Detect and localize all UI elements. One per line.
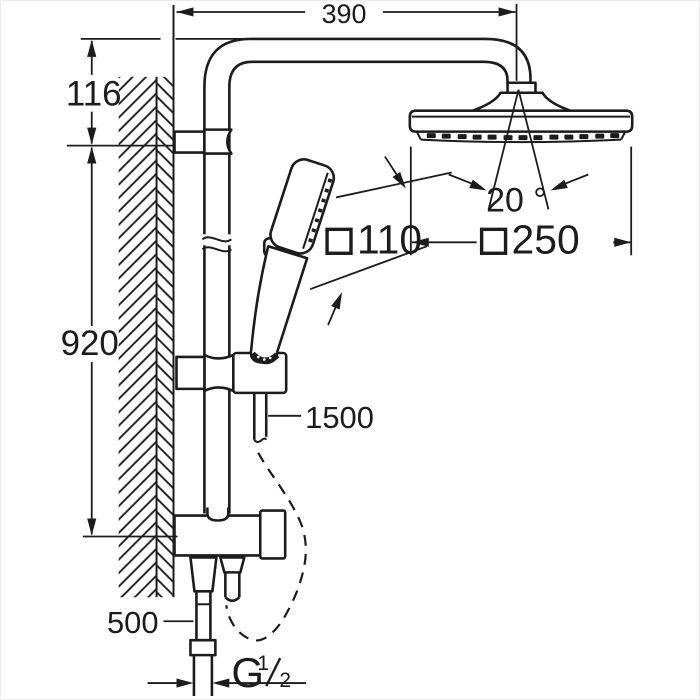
shower-arm-pipe — [203, 37, 532, 522]
connectors — [189, 556, 246, 697]
head-plate — [408, 109, 634, 133]
hose-break-cut — [253, 437, 268, 443]
label-hose-length: 1500 — [268, 400, 374, 435]
dim-label-920: 920 — [61, 324, 119, 363]
nozzle-icon — [487, 134, 497, 140]
outlet-tube-cap — [224, 596, 241, 603]
dim-arm-reach: 390 — [176, 1, 518, 81]
slider-arm — [175, 355, 206, 391]
thread-denominator: 2 — [279, 669, 291, 692]
pipe-break-curve-bottom — [201, 246, 232, 253]
spray-face-edge — [420, 138, 622, 144]
spray-rim-right — [620, 131, 627, 141]
mount-collar — [506, 81, 537, 95]
arrowhead-icon — [87, 127, 97, 145]
hand-shower-head — [269, 158, 336, 255]
arrowhead-icon — [87, 518, 97, 536]
wall-section — [118, 4, 175, 598]
arrowhead-icon — [176, 678, 194, 688]
square-symbol-icon — [325, 227, 353, 255]
nozzle-icon — [610, 133, 620, 139]
nozzle-icon — [457, 134, 467, 140]
arrowhead-icon — [331, 290, 347, 310]
hand-shower — [249, 158, 336, 365]
hose-loop-dashed — [225, 452, 307, 642]
nozzle-icon — [564, 134, 574, 140]
top-bracket-clamp — [203, 128, 233, 155]
inlet-dot — [262, 358, 266, 361]
left-knurled-nut — [189, 556, 218, 593]
shower-hose — [225, 392, 307, 642]
dim-label-110: 110 — [357, 216, 422, 262]
arrowhead-icon — [176, 7, 194, 17]
arrowhead-icon — [87, 146, 97, 164]
angle-label: 20 ° — [486, 181, 547, 219]
pipe-outer-edge — [203, 37, 532, 514]
spray-rim-left — [415, 131, 422, 141]
thread-letter: G — [231, 649, 264, 696]
dim-label-390: 390 — [322, 1, 367, 29]
nozzle-icon — [579, 134, 589, 140]
rail-mounts — [173, 128, 288, 395]
arrowhead-icon — [212, 678, 230, 688]
nozzle-icon — [549, 134, 559, 140]
nozzle-icon — [426, 133, 436, 139]
hand-shower-face-line — [302, 172, 329, 249]
pipe-inner-edge — [228, 60, 509, 514]
nozzle-icon — [533, 135, 543, 141]
square-symbol-icon — [479, 227, 508, 255]
diverter-valve — [173, 509, 287, 560]
arrowhead-icon — [548, 179, 568, 195]
extension-line — [309, 245, 428, 291]
column-bottom-cap — [206, 507, 230, 522]
thread-numerator: 1 — [257, 652, 269, 675]
dim-label-250: 250 — [512, 216, 580, 262]
label-supply-hose: 500 — [107, 605, 194, 640]
right-knurled-nut — [219, 556, 246, 574]
dim-label-1500: 1500 — [305, 400, 374, 435]
nozzle-icon — [503, 135, 513, 141]
arrowhead-icon — [498, 7, 516, 17]
valve-outlet-block — [258, 509, 287, 560]
slider-clamp — [203, 353, 235, 393]
pipe-break-curve-top — [201, 236, 232, 243]
spray-angle: 20 ° — [448, 89, 589, 219]
nozzle-icon — [595, 133, 605, 139]
dim-label-500: 500 — [107, 605, 159, 640]
arrowhead-icon — [614, 237, 632, 247]
inlet-dot — [268, 356, 272, 360]
dim-arm-offset-and-rail-height: 116 920 — [61, 37, 249, 538]
wall-hatch-outer — [118, 76, 157, 598]
arrowhead-icon — [87, 39, 97, 57]
spray-nozzles — [426, 133, 620, 141]
pipe-break — [200, 234, 234, 253]
dim-head-shower-size: 250 — [409, 146, 633, 262]
angle-cone-right-line — [517, 89, 550, 210]
wall-hatch-inner — [156, 76, 174, 598]
inlet-dot — [256, 355, 260, 359]
thread-knurl-band — [189, 638, 217, 657]
dim-label-116: 116 — [66, 75, 122, 114]
hand-shower-handle — [249, 245, 309, 365]
head-shower — [408, 81, 634, 144]
extension-line — [335, 171, 452, 199]
nozzle-icon — [472, 134, 482, 140]
hand-shower-nozzles — [306, 178, 333, 247]
top-bracket-arm — [173, 130, 206, 154]
nozzle-icon — [518, 135, 528, 141]
fraction-slash — [265, 657, 282, 687]
label-thread: G 1 2 — [147, 649, 307, 696]
angle-cone-left-line — [487, 89, 520, 210]
nozzle-icon — [441, 133, 451, 139]
